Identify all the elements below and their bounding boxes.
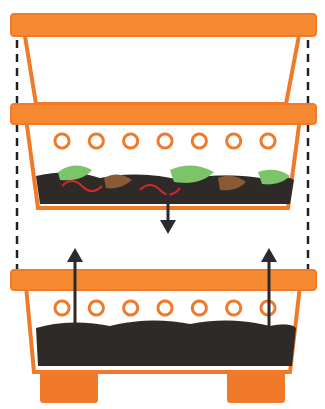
top-tray-body: [24, 30, 300, 104]
up-arrow-left-head: [67, 248, 83, 262]
middle-tray: [11, 104, 316, 208]
middle-tray-rim: [11, 104, 316, 124]
compost-layer: [36, 320, 296, 366]
down-arrow-head: [160, 220, 176, 234]
top-tray: [11, 14, 316, 104]
up-arrow-right-head: [261, 248, 277, 262]
top-tray-rim: [11, 14, 316, 36]
